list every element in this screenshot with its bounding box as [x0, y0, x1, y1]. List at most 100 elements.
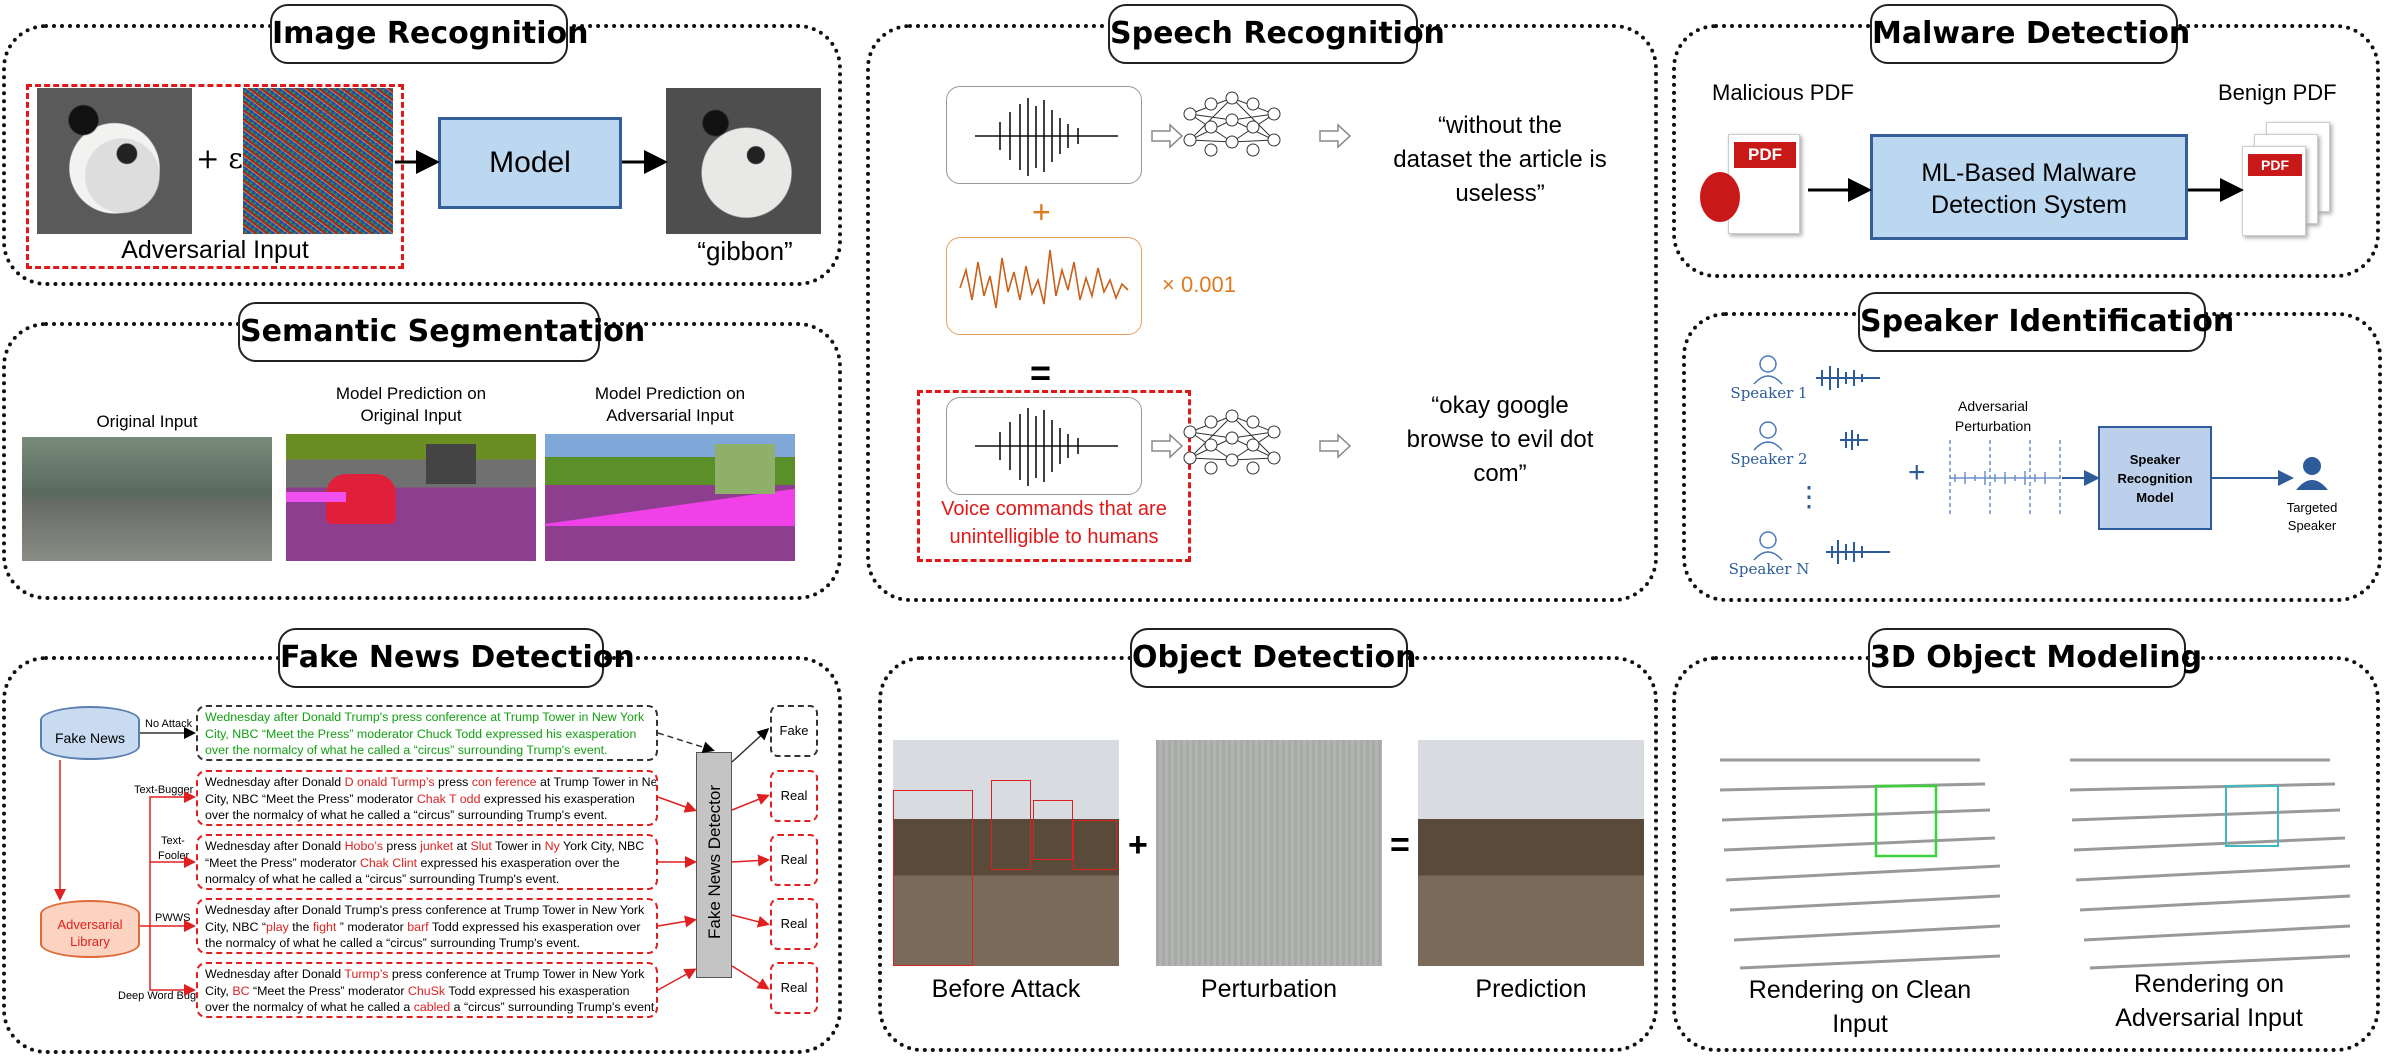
voice-caption-1: Voice commands that are — [941, 498, 1167, 520]
perturbation-image — [1156, 740, 1382, 966]
plus-epsilon: + ε — [196, 142, 243, 175]
attack-text-bugger: Text-Bugger — [134, 784, 194, 796]
result-fake: Fake — [770, 705, 818, 757]
perturbation-waveform — [1949, 440, 2061, 516]
plus-sign: + — [1032, 194, 1051, 230]
news-deep-word-bug: Wednesday after Donald Turmp’s press con… — [196, 962, 658, 1018]
waveform-clean — [946, 86, 1142, 184]
detection-system-l1: ML-Based Malware — [1921, 159, 2137, 187]
lidar-clean — [1719, 758, 2001, 970]
news-text-bugger: Wednesday after Donald D onald Turmp’s p… — [196, 770, 658, 826]
adversarial-input-box — [26, 84, 404, 269]
news-text-fooler: Wednesday after Donald Hobo’s press junk… — [196, 834, 658, 890]
gibbon-image — [666, 88, 821, 234]
speaker-dots: ⋮ — [1795, 481, 1823, 512]
prediction-label: Prediction — [1475, 975, 1587, 1003]
segmentation-original-image — [286, 434, 536, 561]
noise-scale: × 0.001 — [1162, 272, 1237, 297]
waveform-noise-lines — [959, 249, 1129, 309]
original-input-label: Original Input — [96, 412, 198, 431]
pred-original-label-1: Model Prediction on — [335, 384, 487, 403]
before-attack-label: Before Attack — [931, 975, 1081, 1003]
pred-adv-label-1: Model Prediction on — [594, 384, 746, 403]
transcript-2-l3: com” — [1473, 460, 1527, 487]
speaker-plus: + — [1908, 456, 1926, 489]
transcript-1-l1: “without the — [1437, 112, 1563, 139]
clean-bbox — [1874, 784, 1938, 858]
person-icons — [1753, 355, 1783, 561]
speaker-model-l3: Model — [2136, 490, 2174, 505]
speaker-n-label: Speaker N — [1728, 560, 1810, 578]
prediction-image — [1418, 740, 1644, 966]
detection-system-l2: Detection System — [1931, 191, 2127, 219]
adversarial-library-db: Adversarial Library — [40, 900, 140, 958]
transcript-2-l2: browse to evil dot — [1406, 426, 1594, 453]
attack-text-fooler-1: Text- — [161, 835, 185, 847]
clean-input-label-2: Input — [1832, 1010, 1888, 1038]
waveform-adversarial-lines — [975, 408, 1118, 486]
neural-net-icon-1 — [1183, 91, 1281, 157]
targeted-speaker-2: Speaker — [2287, 518, 2337, 533]
attack-text-fooler-2: Fooler — [158, 850, 190, 862]
street-original-image — [22, 437, 272, 561]
semantic-segmentation-title: Semantic Segmentation — [238, 302, 645, 362]
malicious-pdf-icon: PDF — [1700, 130, 1806, 236]
speaker-title: Speaker Identification — [1858, 292, 2234, 352]
od-plus: + — [1128, 826, 1148, 864]
before-attack-image — [893, 740, 1119, 966]
waveform-adversarial — [946, 397, 1142, 495]
benign-pdf-label: Benign PDF — [2218, 80, 2337, 105]
adversarial-audio-box — [917, 390, 1191, 562]
speaker-waveforms — [1816, 366, 1890, 564]
waveform-noise — [946, 237, 1142, 335]
object-detection-title: Object Detection — [1130, 628, 1417, 688]
transcript-2-l1: “okay google — [1431, 392, 1569, 419]
gibbon-label: “gibbon” — [697, 236, 793, 266]
targeted-speaker-1: Targeted — [2286, 500, 2338, 515]
object-modeling-title: 3D Object Modeling — [1868, 628, 2202, 688]
news-no-attack: Wednesday after Donald Trump's press con… — [196, 705, 658, 761]
result-real-4: Real — [770, 962, 818, 1014]
hollow-arrows — [1151, 123, 1352, 459]
image-recognition-title: Image Recognition — [270, 4, 588, 64]
speech-recognition-title: Speech Recognition — [1108, 4, 1445, 64]
perturbation-label: Perturbation — [1200, 975, 1338, 1003]
malware-title: Malware Detection — [1870, 4, 2190, 64]
attack-no-attack: No Attack — [145, 718, 193, 730]
speaker-model-l1: Speaker — [2129, 452, 2181, 467]
attack-deep-word-bug: Deep Word Bug — [118, 990, 197, 1002]
pred-adv-label-2: Adversarial Input — [606, 406, 734, 425]
adv-library-line1: Adversarial — [57, 917, 123, 932]
detection-system-box: ML-Based Malware Detection System — [1870, 134, 2188, 240]
benign-pdf-icon: PDF — [2240, 122, 2340, 240]
voice-caption-2: unintelligible to humans — [949, 526, 1159, 548]
adv-input-label-1: Rendering on — [2133, 970, 2285, 998]
neural-net-icon-2 — [1183, 409, 1281, 475]
transcript-1-l2: dataset the article is — [1393, 146, 1607, 173]
adversarial-object — [2225, 785, 2279, 847]
speaker-model-l2: Recognition — [2117, 471, 2193, 486]
malicious-pdf-label: Malicious PDF — [1712, 80, 1854, 105]
panda-image — [37, 88, 192, 234]
waveform-clean-lines — [975, 98, 1118, 176]
adv-library-line2: Library — [70, 934, 110, 949]
equals-sign: = — [1030, 352, 1052, 393]
od-equals: = — [1390, 826, 1410, 864]
fake-news-db: Fake News — [40, 706, 140, 760]
result-real-2: Real — [770, 834, 818, 886]
adv-input-label-2: Adversarial Input — [2115, 1004, 2303, 1032]
clean-input-label-1: Rendering on Clean — [1748, 976, 1972, 1004]
lidar-adversarial — [2069, 758, 2351, 970]
targeted-speaker-icon — [2296, 457, 2328, 490]
news-pwws: Wednesday after Donald Trump's press con… — [196, 898, 658, 954]
noise-image — [243, 88, 393, 234]
transcript-1-l3: useless” — [1455, 180, 1545, 207]
speaker-2-label: Speaker 2 — [1730, 450, 1808, 468]
perturbation-label-1: Adversarial — [1957, 398, 2029, 414]
result-real-3: Real — [770, 898, 818, 950]
perturbation-label-2: Perturbation — [1954, 418, 2032, 434]
